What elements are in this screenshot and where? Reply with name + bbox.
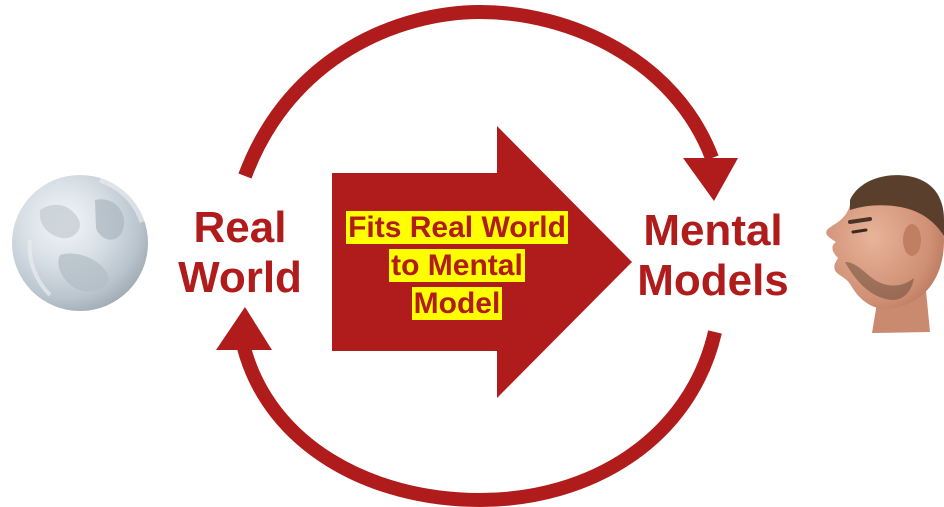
top-arc-arrowhead — [683, 158, 738, 201]
mental-models-label: Mental Models — [618, 206, 808, 306]
mental-models-line1: Mental — [643, 206, 783, 255]
mental-models-line2: Models — [637, 256, 789, 305]
earth-globe-icon — [12, 175, 148, 311]
real-world-line1: Real — [193, 203, 287, 252]
top-cycle-arc — [238, 4, 719, 179]
center-arrow-label: Fits Real World to Mental Model — [330, 209, 584, 323]
real-world-label: Real World — [160, 203, 320, 303]
bottom-arc-arrowhead — [216, 307, 272, 350]
human-head-icon — [826, 175, 944, 333]
arrow-label-line1: Fits Real World — [346, 211, 568, 244]
bottom-cycle-arc — [237, 330, 722, 507]
arrow-label-line2: to Mental — [389, 249, 525, 282]
real-world-line2: World — [178, 253, 302, 302]
arrow-label-line3: Model — [411, 287, 503, 320]
